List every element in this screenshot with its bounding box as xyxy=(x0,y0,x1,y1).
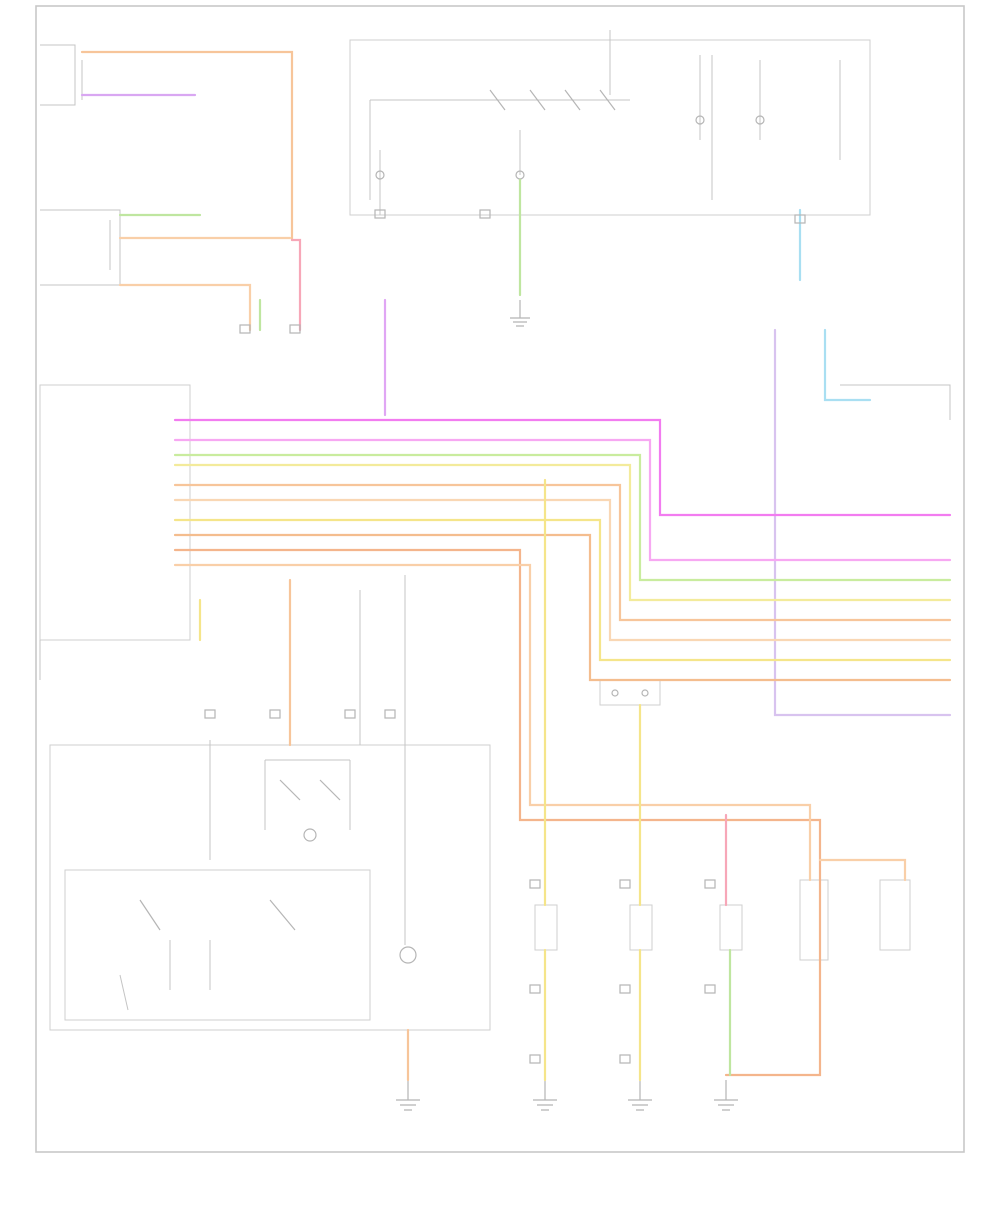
lamp-units xyxy=(399,679,911,964)
wire-orange-bus-2 xyxy=(173,533,952,682)
wire-cyan-right xyxy=(823,328,872,402)
connector-group-top-left xyxy=(40,44,121,286)
harness-connector-block xyxy=(39,384,191,680)
wire-peach-left xyxy=(118,283,252,332)
wire-peach-right xyxy=(818,858,907,882)
wire-magenta-main xyxy=(173,418,952,517)
wire-yellow-bus-2 xyxy=(173,518,952,662)
wire-lavender-right xyxy=(773,328,952,717)
control-module-box xyxy=(349,30,871,216)
wire-peach-bus xyxy=(173,498,952,642)
connector-pins xyxy=(204,209,806,1064)
wire-orange-top xyxy=(80,50,294,242)
connector-bracket-right xyxy=(840,384,951,420)
wire-harness xyxy=(80,50,952,1082)
wire-pink-top xyxy=(290,238,302,332)
wire-peach-down xyxy=(173,563,812,882)
wire-orange-bus xyxy=(173,483,952,622)
relay-assembly xyxy=(49,740,491,1031)
wire-yellow-bus xyxy=(173,463,952,602)
wire-magenta-2 xyxy=(173,438,952,562)
diagram-frame xyxy=(35,5,965,1153)
ground-symbol xyxy=(396,300,738,1111)
wire-green-bus xyxy=(173,453,952,582)
wire-orange-down xyxy=(173,548,822,1077)
